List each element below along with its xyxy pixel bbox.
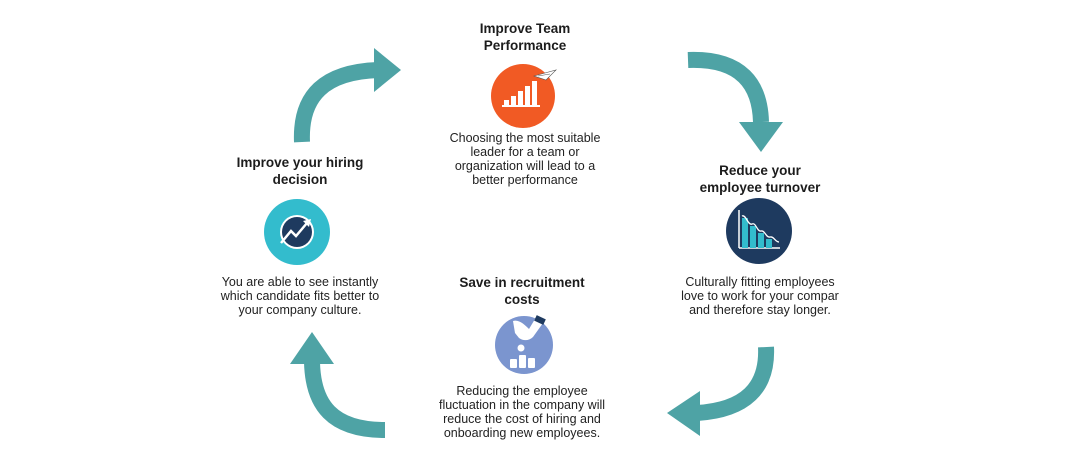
arrow-bottom-right-head	[667, 391, 700, 436]
node-turnover-desc: Culturally fitting employees love to wor…	[665, 275, 855, 317]
arrow-bottom-left	[304, 361, 386, 438]
arrow-top-right-head	[739, 122, 783, 152]
desc-line-3: better performance	[472, 173, 578, 187]
arrow-top-right	[687, 51, 769, 123]
node-title-line-0: Improve your hiring	[236, 155, 364, 170]
desc-line-1: fluctuation in the company will	[438, 398, 606, 412]
arrow-top-left-head	[374, 48, 401, 92]
node-hiring: Improve your hiring decision	[200, 154, 400, 188]
arrow-top-left	[293, 62, 379, 143]
hand-coins-icon	[495, 315, 553, 374]
node-title-line-1: decision	[272, 172, 328, 187]
arrow-bottom-left-head	[290, 332, 334, 364]
node-title-line-1: employee turnover	[699, 180, 821, 195]
node-title-line-0: Reduce your	[719, 163, 801, 178]
trend-up-icon	[264, 199, 330, 265]
node-title: Improve Team Performance	[479, 21, 571, 53]
desc-line-1: leader for a team or	[470, 145, 580, 159]
arrow-bottom-right	[696, 346, 775, 421]
desc-line-3: onboarding new employees.	[443, 426, 601, 440]
desc-line-2: and therefore stay longer.	[689, 303, 831, 317]
node-turnover: Reduce your employee turnover	[660, 162, 860, 196]
node-performance: Improve Team Performance	[420, 20, 630, 54]
node-performance-desc: Choosing the most suitable leader for a …	[420, 131, 630, 187]
node-hiring-desc: You are able to see instantly which cand…	[195, 275, 405, 317]
bar-chart-growth-icon	[491, 64, 558, 128]
desc-line-1: which candidate fits better to	[220, 289, 380, 303]
desc-line-0: Reducing the employee	[456, 384, 588, 398]
node-cost: Save in recruitment costs	[422, 274, 622, 308]
node-cost-desc: Reducing the employee fluctuation in the…	[410, 384, 634, 440]
desc-line-2: your company culture.	[238, 303, 362, 317]
desc-line-0: Culturally fitting employees	[685, 275, 835, 289]
node-title-line-1: costs	[504, 292, 540, 307]
desc-line-1: love to work for your compar	[681, 289, 839, 303]
desc-line-0: You are able to see instantly	[221, 275, 379, 289]
desc-line-0: Choosing the most suitable	[449, 131, 601, 145]
desc-line-2: organization will lead to a	[454, 159, 596, 173]
declining-chart-icon	[726, 198, 792, 264]
node-title-line-0: Save in recruitment	[459, 275, 585, 290]
desc-line-2: reduce the cost of hiring and	[443, 412, 601, 426]
